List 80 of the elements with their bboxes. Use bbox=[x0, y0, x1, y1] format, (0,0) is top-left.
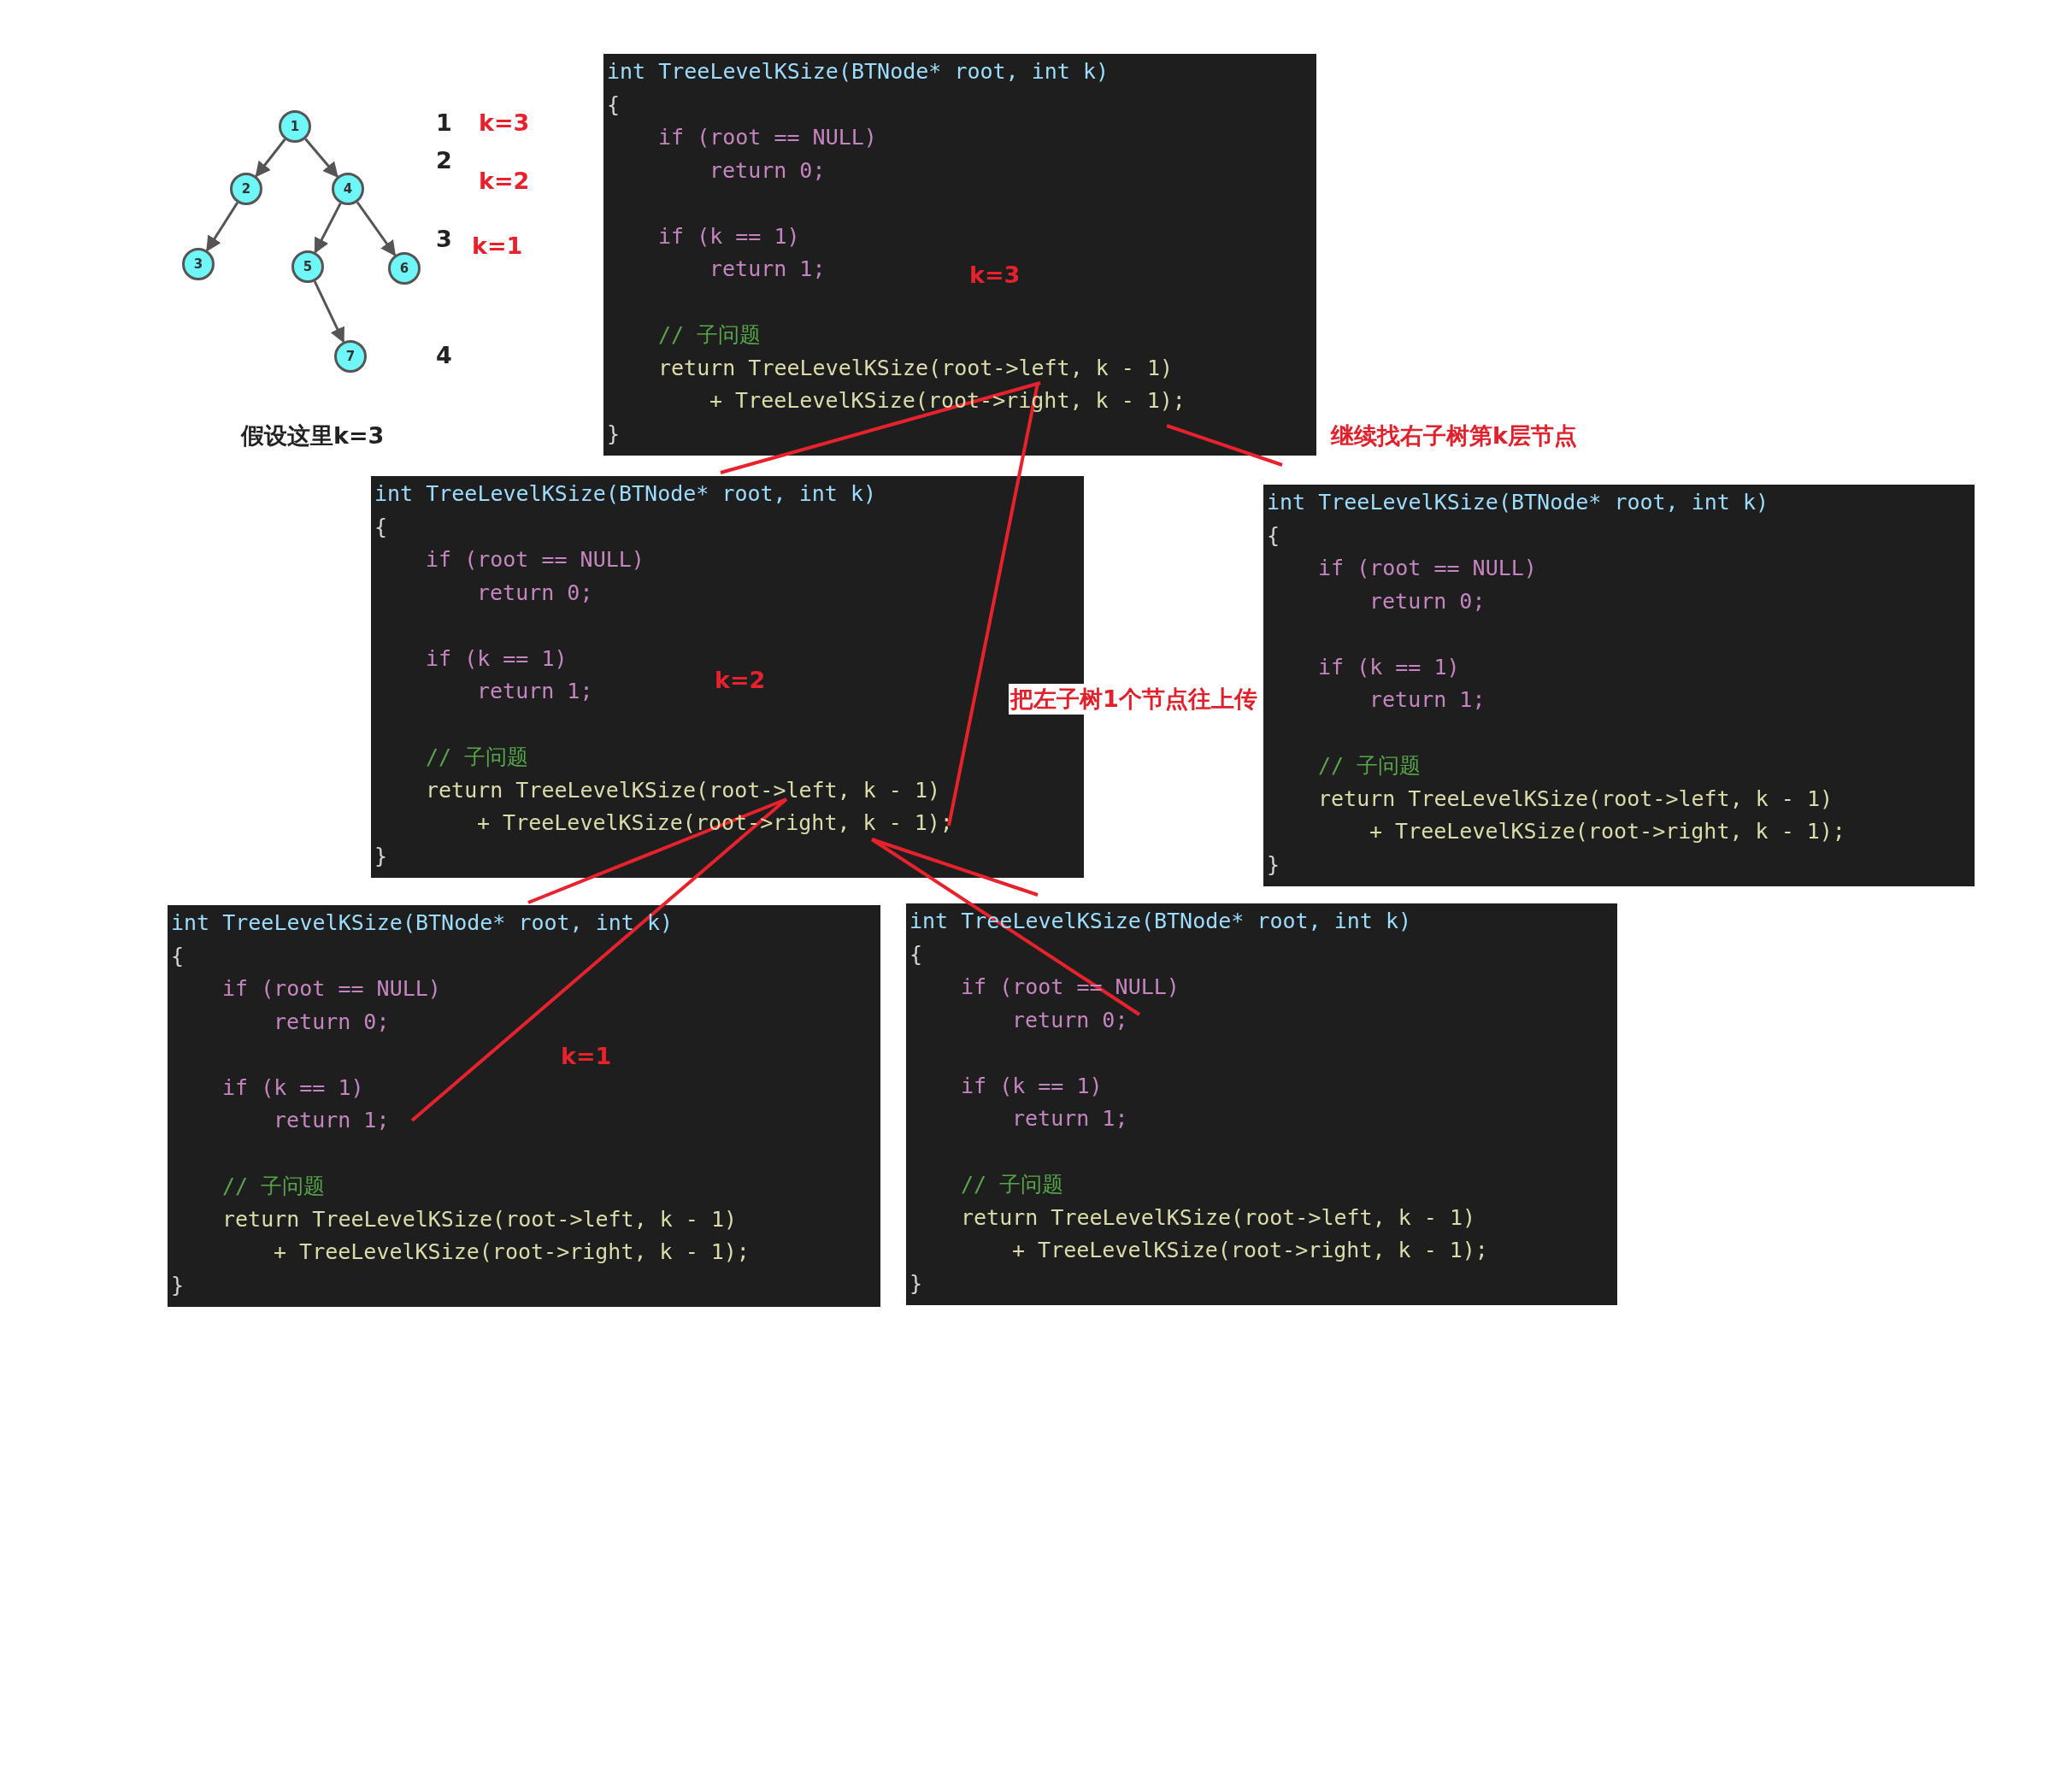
code-line: return 0; bbox=[477, 579, 593, 607]
code-line: { bbox=[909, 940, 923, 968]
edge-label: 把左子树1个节点往上传 bbox=[1009, 684, 1259, 715]
connector-line bbox=[410, 797, 788, 1122]
connector-line bbox=[870, 838, 1141, 1016]
connector-line bbox=[947, 382, 1039, 827]
tree-node-circle: 6 bbox=[388, 252, 421, 285]
tree-node-circle: 7 bbox=[334, 340, 367, 373]
code-line: { bbox=[1267, 521, 1280, 550]
code-line: int TreeLevelKSize(BTNode* root, int k) bbox=[607, 58, 1109, 85]
connector-line bbox=[1166, 424, 1283, 467]
level-number: 4 bbox=[436, 342, 452, 368]
annotation: k=1 bbox=[561, 1043, 612, 1069]
code-line: return TreeLevelKSize(root->left, k - 1) bbox=[1318, 785, 1834, 813]
code-line: if (root == NULL) bbox=[426, 546, 645, 574]
code-line: // 子问题 bbox=[222, 1173, 326, 1200]
code-line: return TreeLevelKSize(root->left, k - 1) bbox=[222, 1205, 738, 1233]
code-line: int TreeLevelKSize(BTNode* root, int k) bbox=[374, 480, 876, 508]
annotation: k=3 bbox=[969, 262, 1021, 288]
code-line: } bbox=[171, 1271, 185, 1299]
code-line: } bbox=[909, 1269, 923, 1297]
code-line: // 子问题 bbox=[426, 744, 529, 771]
code-line: if (root == NULL) bbox=[222, 975, 441, 1003]
code-line: if (root == NULL) bbox=[1318, 555, 1537, 582]
tree-node-circle: 5 bbox=[291, 250, 324, 283]
code-line: return 0; bbox=[274, 1008, 390, 1036]
code-line: return 0; bbox=[1012, 1006, 1128, 1034]
arrow bbox=[304, 138, 338, 178]
level-number: 1 bbox=[436, 109, 452, 136]
arrow bbox=[314, 203, 342, 254]
code-line: if (k == 1) bbox=[222, 1074, 364, 1102]
code-line: // 子问题 bbox=[961, 1171, 1064, 1198]
arrow bbox=[356, 201, 397, 256]
code-panel bbox=[603, 54, 1316, 456]
code-line: } bbox=[1267, 850, 1280, 879]
code-line: } bbox=[607, 420, 621, 448]
tree-node-circle: 1 bbox=[279, 110, 311, 143]
code-line: return 0; bbox=[1369, 587, 1486, 615]
tree-node-circle: 2 bbox=[230, 173, 262, 205]
code-panel bbox=[168, 905, 880, 1307]
annotation: k=2 bbox=[479, 168, 530, 194]
code-line: return 1; bbox=[1012, 1105, 1128, 1133]
annotation: k=3 bbox=[479, 109, 530, 136]
code-line: { bbox=[374, 513, 388, 541]
code-line: } bbox=[374, 842, 388, 870]
connector-line bbox=[871, 838, 1039, 897]
code-line: { bbox=[607, 91, 621, 119]
code-line: return TreeLevelKSize(root->left, k - 1) bbox=[426, 776, 941, 804]
code-line: return TreeLevelKSize(root->left, k - 1) bbox=[658, 354, 1174, 382]
code-line: if (k == 1) bbox=[426, 644, 568, 673]
tree-node-circle: 3 bbox=[182, 248, 215, 280]
level-number: 2 bbox=[436, 147, 452, 174]
level-number: 3 bbox=[436, 226, 452, 252]
code-line: if (k == 1) bbox=[1318, 653, 1460, 681]
code-line: if (k == 1) bbox=[658, 222, 800, 250]
code-line: return 1; bbox=[274, 1107, 390, 1134]
tree-node-circle: 4 bbox=[332, 173, 364, 205]
code-line: return 1; bbox=[477, 678, 593, 705]
code-line: if (root == NULL) bbox=[658, 124, 877, 151]
arrow bbox=[313, 280, 345, 344]
code-panel bbox=[1263, 485, 1975, 886]
arrow bbox=[205, 202, 239, 252]
code-panel bbox=[906, 903, 1617, 1305]
code-line: + TreeLevelKSize(root->right, k - 1); bbox=[274, 1238, 750, 1266]
code-line: if (k == 1) bbox=[961, 1072, 1103, 1100]
annotation: k=2 bbox=[715, 667, 766, 693]
code-line: return 1; bbox=[709, 256, 826, 283]
code-line: + TreeLevelKSize(root->right, k - 1); bbox=[1012, 1237, 1488, 1264]
code-line: return 1; bbox=[1369, 686, 1486, 714]
code-line: int TreeLevelKSize(BTNode* root, int k) bbox=[171, 909, 673, 937]
code-line: return TreeLevelKSize(root->left, k - 1) bbox=[961, 1203, 1476, 1232]
code-line: + TreeLevelKSize(root->right, k - 1); bbox=[1369, 818, 1845, 845]
code-line: return 0; bbox=[709, 156, 826, 185]
code-line: int TreeLevelKSize(BTNode* root, int k) bbox=[1267, 489, 1769, 516]
code-line: // 子问题 bbox=[1318, 752, 1422, 780]
annotation: k=1 bbox=[472, 232, 523, 259]
code-line: { bbox=[171, 942, 185, 970]
arrow bbox=[255, 138, 286, 178]
caption: 假设这里k=3 bbox=[241, 421, 385, 450]
code-line: // 子问题 bbox=[658, 321, 762, 349]
